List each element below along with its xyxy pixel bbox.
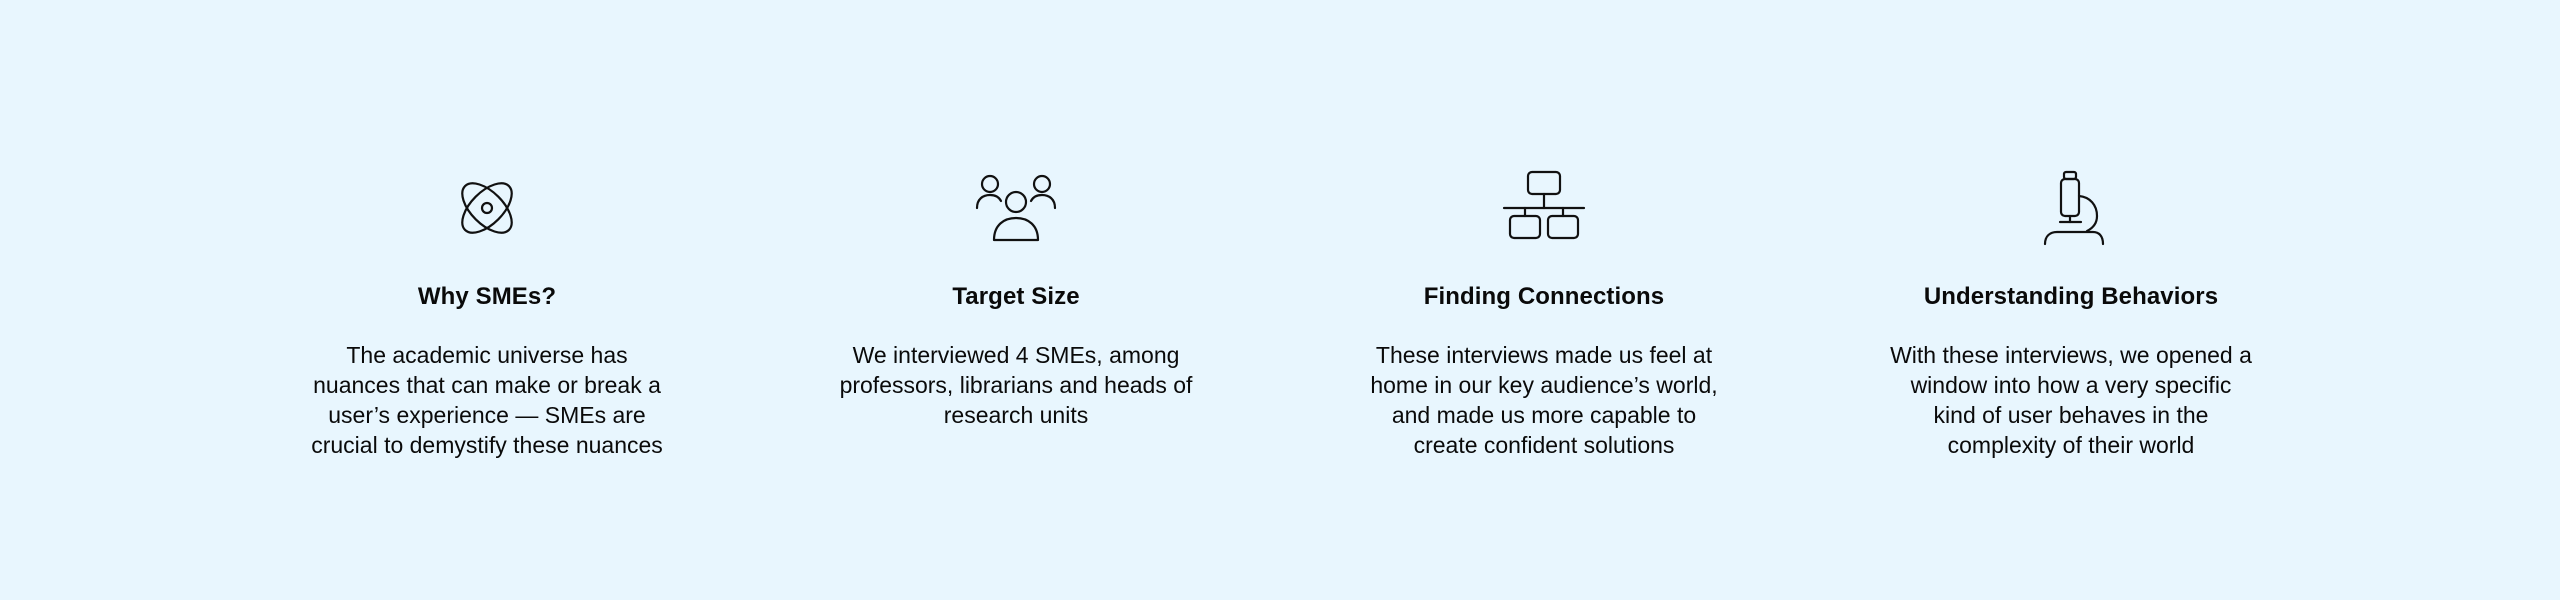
description-line: professors, librarians and heads of [839, 372, 1193, 398]
feature-understanding-behaviors: Understanding Behaviors With these inter… [1861, 170, 2281, 460]
description-line: These interviews made us feel at [1375, 342, 1713, 368]
atom-icon [445, 170, 529, 246]
description-line: complexity of their world [1947, 432, 2195, 458]
feature-finding-connections: Finding Connections These interviews mad… [1334, 170, 1754, 460]
feature-target-size: Target Size We interviewed 4 SMEs, among… [806, 170, 1226, 430]
description-line: nuances that can make or break a [313, 372, 661, 398]
description-line: research units [943, 402, 1089, 428]
description-line: user’s experience — SMEs are [328, 402, 646, 428]
feature-description: With these interviews, we opened a windo… [1871, 340, 2271, 460]
feature-description: The academic universe has nuances that c… [287, 340, 687, 460]
feature-title: Finding Connections [1423, 283, 1665, 310]
description-line: window into how a very specific [1910, 372, 2232, 398]
description-line: home in our key audience’s world, [1370, 372, 1718, 398]
feature-description: We interviewed 4 SMEs, among professors,… [816, 340, 1216, 430]
feature-title: Why SMEs? [417, 283, 557, 310]
description-line: and made us more capable to [1391, 402, 1697, 428]
description-line: The academic universe has [346, 342, 628, 368]
feature-description: These interviews made us feel at home in… [1344, 340, 1744, 460]
microscope-icon [2029, 170, 2113, 246]
feature-why-smes: Why SMEs? The academic universe has nuan… [277, 170, 697, 460]
feature-title: Understanding Behaviors [1923, 283, 2219, 310]
group-icon [974, 170, 1058, 246]
description-line: crucial to demystify these nuances [311, 432, 663, 458]
description-line: We interviewed 4 SMEs, among [852, 342, 1180, 368]
description-line: kind of user behaves in the [1933, 402, 2209, 428]
description-line: create confident solutions [1413, 432, 1675, 458]
description-line: With these interviews, we opened a [1890, 342, 2252, 368]
network-icon [1502, 170, 1586, 246]
feature-title: Target Size [952, 283, 1080, 310]
